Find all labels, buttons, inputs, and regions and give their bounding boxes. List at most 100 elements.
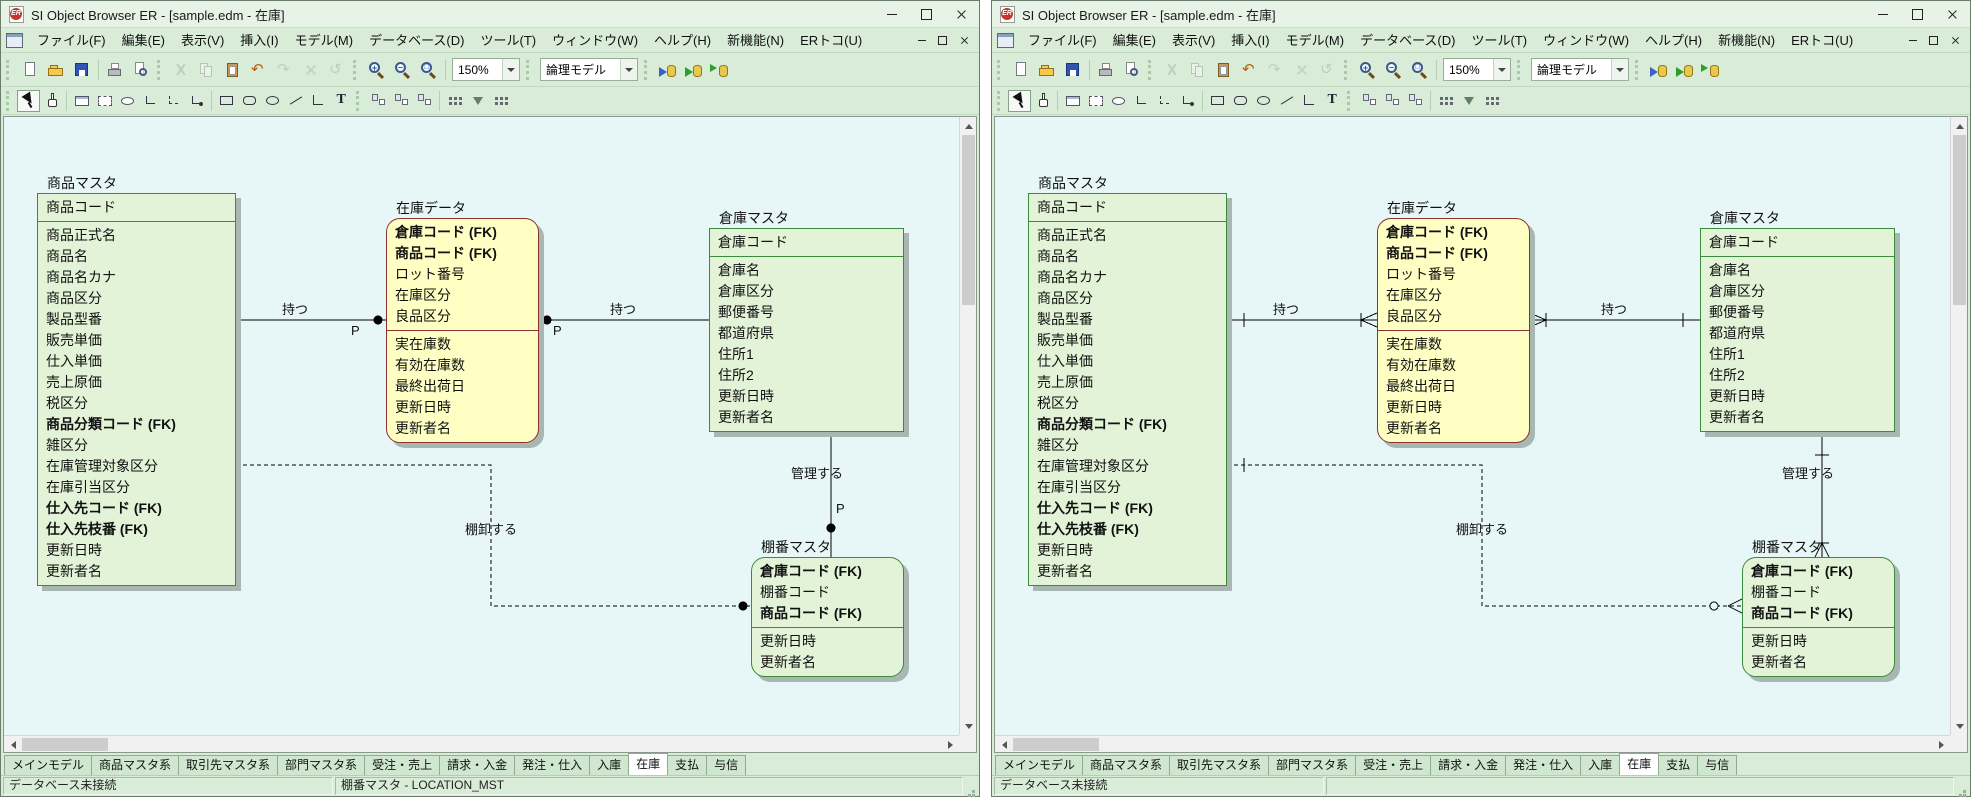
menu-item[interactable]: 表示(V) [180, 32, 225, 48]
align-top-button[interactable] [1404, 90, 1427, 112]
vertical-scroll-thumb[interactable] [1953, 135, 1966, 305]
mdi-minimize-button[interactable] [912, 32, 931, 49]
entity-box[interactable]: 倉庫コード (FK)商品コード (FK)ロット番号在庫区分良品区分実在庫数有効在… [1377, 218, 1530, 443]
zoom-fit-button[interactable] [416, 57, 442, 83]
sheet-tab[interactable]: 発注・仕入 [1505, 755, 1582, 775]
paste-button[interactable] [1211, 57, 1237, 83]
horizontal-scroll-thumb[interactable] [1013, 738, 1099, 751]
relationship-label[interactable]: P [351, 323, 360, 338]
pan-tool[interactable] [40, 90, 63, 112]
menu-item[interactable]: モデル(M) [1285, 32, 1345, 48]
menu-item[interactable]: ウィンドウ(W) [1543, 32, 1630, 48]
sheet-tab[interactable]: 受注・売上 [364, 755, 441, 775]
relationship-label[interactable]: 棚卸する [465, 522, 518, 537]
mdi-close-button[interactable] [954, 32, 973, 49]
menu-item[interactable]: 編集(E) [1112, 32, 1156, 48]
relationship-label[interactable]: 棚卸する [1456, 522, 1509, 537]
relationship-label[interactable]: 管理する [791, 466, 844, 481]
view-entity-tool[interactable] [93, 90, 116, 112]
sheet-tab[interactable]: 発注・仕入 [514, 755, 591, 775]
sheet-tab[interactable]: 取引先マスタ系 [1169, 755, 1270, 775]
zoom-level-combo[interactable]: 150% [452, 58, 520, 81]
chevron-down-icon[interactable] [1493, 59, 1510, 80]
db-import-button[interactable] [655, 57, 681, 83]
menu-item[interactable]: ERトコ(U) [1791, 32, 1854, 48]
minimize-button[interactable] [874, 1, 909, 27]
non-identifying-relationship-tool[interactable] [162, 90, 185, 112]
arrange-button[interactable] [466, 90, 489, 112]
sheet-tab[interactable]: 支払 [667, 755, 708, 775]
relationship-tool[interactable] [139, 90, 162, 112]
select-tool[interactable] [17, 89, 40, 112]
menu-item[interactable]: ヘルプ(H) [654, 32, 712, 48]
scroll-up-icon[interactable] [960, 117, 976, 134]
zoom-out-button[interactable] [390, 57, 416, 83]
zoom-in-button[interactable] [364, 57, 390, 83]
menu-item[interactable]: データベース(D) [1360, 32, 1456, 48]
chevron-down-icon[interactable] [620, 59, 637, 80]
mdi-minimize-button[interactable] [1903, 32, 1922, 49]
relationship-label[interactable]: 持つ [610, 302, 637, 317]
oval-entity-tool[interactable] [116, 90, 139, 112]
scroll-left-icon[interactable] [4, 736, 21, 752]
mdi-restore-button[interactable] [1924, 32, 1943, 49]
minimize-button[interactable] [1865, 1, 1900, 27]
entity-box[interactable]: 商品コード商品正式名商品名商品名カナ商品区分製品型番販売単価仕入単価売上原価税区… [37, 193, 236, 586]
model-mode-combo[interactable]: 論理モデル [1531, 58, 1629, 81]
print-button[interactable] [1093, 57, 1119, 83]
zoom-level-combo[interactable]: 150% [1443, 58, 1511, 81]
identifying-relationship-tool[interactable] [1176, 90, 1199, 112]
distribute-button[interactable] [1434, 90, 1457, 112]
delete-button[interactable] [1289, 57, 1315, 83]
horizontal-scrollbar[interactable] [4, 735, 959, 752]
sheet-tab[interactable]: 与信 [1697, 755, 1738, 775]
menu-item[interactable]: モデル(M) [294, 32, 354, 48]
rounded-rectangle-tool[interactable] [238, 90, 261, 112]
relationship-tool[interactable] [1130, 90, 1153, 112]
entity-title[interactable]: 倉庫マスタ [719, 210, 789, 226]
non-identifying-relationship-tool[interactable] [1153, 90, 1176, 112]
resize-grip[interactable] [963, 777, 977, 795]
chevron-down-icon[interactable] [1611, 59, 1628, 80]
db-sync-button[interactable] [707, 57, 733, 83]
menu-item[interactable]: ウィンドウ(W) [552, 32, 639, 48]
repeat-button[interactable] [1315, 57, 1341, 83]
ellipse-tool[interactable] [1252, 90, 1275, 112]
relationship-label[interactable]: 管理する [1782, 466, 1835, 481]
model-mode-combo[interactable]: 論理モデル [540, 58, 638, 81]
vertical-scroll-thumb[interactable] [962, 135, 975, 305]
db-import-button[interactable] [1646, 57, 1672, 83]
close-button[interactable] [944, 1, 979, 27]
undo-button[interactable] [1237, 57, 1263, 83]
text-tool[interactable] [1321, 90, 1344, 112]
relationship-label[interactable]: 持つ [282, 302, 309, 317]
sheet-tab[interactable]: メインモデル [4, 755, 93, 775]
ellipse-tool[interactable] [261, 90, 284, 112]
entity-box[interactable]: 倉庫コード (FK)棚番コード商品コード (FK)更新日時更新者名 [1742, 557, 1895, 677]
polyline-tool[interactable] [307, 90, 330, 112]
print-preview-button[interactable] [128, 57, 154, 83]
scroll-left-icon[interactable] [995, 736, 1012, 752]
entity-title[interactable]: 商品マスタ [1038, 175, 1108, 191]
db-export-button[interactable] [1672, 57, 1698, 83]
menu-item[interactable]: 挿入(I) [1231, 32, 1270, 48]
undo-button[interactable] [246, 57, 272, 83]
zoom-out-button[interactable] [1381, 57, 1407, 83]
entity-box[interactable]: 倉庫コード (FK)商品コード (FK)ロット番号在庫区分良品区分実在庫数有効在… [386, 218, 539, 443]
rounded-rectangle-tool[interactable] [1229, 90, 1252, 112]
sheet-tab[interactable]: 部門マスタ系 [277, 755, 366, 775]
menu-item[interactable]: 新機能(N) [1718, 32, 1776, 48]
entity-box[interactable]: 商品コード商品正式名商品名商品名カナ商品区分製品型番販売単価仕入単価売上原価税区… [1028, 193, 1227, 586]
relationship-label[interactable]: P [836, 501, 845, 516]
line-tool[interactable] [1275, 90, 1298, 112]
maximize-button[interactable] [1900, 1, 1935, 27]
zoom-fit-button[interactable] [1407, 57, 1433, 83]
scroll-down-icon[interactable] [960, 718, 976, 735]
scroll-down-icon[interactable] [1951, 718, 1967, 735]
sheet-tab[interactable]: 受注・売上 [1355, 755, 1432, 775]
text-tool[interactable] [330, 90, 353, 112]
pan-tool[interactable] [1031, 90, 1054, 112]
arrange-button[interactable] [1457, 90, 1480, 112]
rectangle-tool[interactable] [1206, 90, 1229, 112]
db-sync-button[interactable] [1698, 57, 1724, 83]
